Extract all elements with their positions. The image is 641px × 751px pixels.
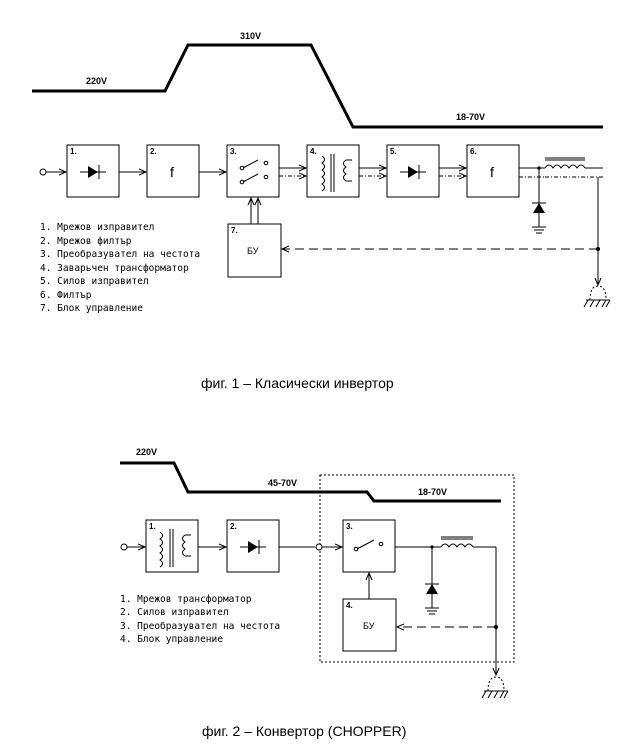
fig2-block-3-number: 3.	[346, 522, 353, 531]
fig1-legend-item-5: 5. Силов изправител	[40, 276, 149, 287]
fig2-block-1-number: 1.	[149, 522, 156, 531]
fig1-block-3-frequency-converter: 3.	[226, 144, 280, 198]
fig2-legend-item-4: 4. Блок управление	[120, 634, 223, 645]
fig1-output-stage	[282, 157, 611, 308]
diode-icon	[400, 165, 426, 179]
fig1-block-6-number: 6.	[470, 147, 477, 156]
junction-terminal-icon	[315, 543, 323, 551]
fig1-block-7-control-unit: 7. БУ	[227, 198, 282, 278]
diode-icon	[240, 540, 266, 554]
fig2-output-stage	[395, 536, 509, 699]
zener-diode-icon	[425, 583, 439, 594]
zener-diode-icon	[532, 202, 546, 213]
fig1-caption: фиг. 1 – Класически инвертор	[201, 375, 394, 391]
transformer-icon	[321, 154, 352, 192]
diode-icon	[80, 165, 106, 179]
fig1-legend-item-2: 2. Мрежов филтър	[40, 236, 132, 247]
fig1-voltage-profile: 220V 310V 18-70V	[32, 31, 603, 129]
fig1-legend-item-7: 7. Блок управление	[40, 303, 143, 314]
fig1-block-7-label: БУ	[247, 246, 259, 256]
fig2-block-3-frequency-converter: 3.	[342, 519, 396, 573]
fig1-label-220v: 220V	[86, 76, 107, 86]
fig1-block-6-filter-symbol: f	[490, 164, 494, 180]
fig2-legend-item-2: 2. Силов изправител	[120, 607, 229, 618]
ground-icon	[425, 607, 439, 615]
fig2-legend-item-3: 3. Преобразувател на честота	[120, 621, 280, 632]
fig2-caption: фиг. 2 – Конвертор (CHOPPER)	[202, 723, 406, 739]
switch-icon	[353, 539, 384, 552]
fig1-label-18-70v: 18-70V	[456, 112, 485, 122]
workpiece-ground-icon	[481, 676, 509, 699]
fig2-block-2-number: 2.	[230, 522, 237, 531]
fig1-block-5-power-rectifier: 5.	[386, 144, 440, 198]
fig1-block-2-number: 2.	[150, 147, 157, 156]
inductor-icon	[440, 536, 474, 548]
fig2-block-2-power-rectifier: 2.	[226, 519, 280, 573]
fig1-input-terminal	[39, 168, 66, 176]
fig1-block-4-welding-transformer: 4.	[306, 144, 360, 198]
switch-icon	[239, 159, 269, 185]
fig1-block-1-mains-rectifier: 1.	[66, 144, 120, 198]
fig2-block-1-mains-transformer: 1.	[145, 519, 199, 573]
fig2-legend-item-1: 1. Мрежов трансформатор	[120, 594, 252, 605]
fig2-block-4-control-unit: 4. БУ	[342, 573, 397, 652]
ground-icon	[532, 226, 546, 234]
workpiece-ground-icon	[583, 285, 611, 308]
fig1-block-1-number: 1.	[70, 147, 77, 156]
fig1-block-3-number: 3.	[230, 147, 237, 156]
fig1-legend: 1. Мрежов изправител 2. Мрежов филтър 3.…	[40, 222, 200, 314]
transformer-icon	[159, 529, 191, 568]
fig1-legend-item-6: 6. Филтър	[40, 290, 92, 301]
fig1-block-5-number: 5.	[390, 147, 397, 156]
fig2-block-4-label: БУ	[363, 621, 375, 631]
fig1-label-310v: 310V	[240, 31, 261, 41]
figure-2: 220V 45-70V 18-70V 1.	[120, 447, 515, 739]
fig2-block-4-number: 4.	[346, 601, 353, 610]
inductor-icon	[544, 157, 586, 169]
fig1-block-4-number: 4.	[310, 147, 317, 156]
fig1-legend-item-1: 1. Мрежов изправител	[40, 222, 154, 233]
fig1-legend-item-4: 4. Заварьчен трансформатор	[40, 263, 189, 274]
fig1-block-2-mains-filter: 2. f	[146, 144, 200, 198]
fig2-voltage-profile: 220V 45-70V 18-70V	[120, 447, 501, 503]
fig1-block-6-filter: 6. f	[466, 144, 520, 198]
figure-1: 220V 310V 18-70V 1. 2. f	[32, 31, 611, 391]
fig1-block-2-filter-symbol: f	[170, 164, 174, 180]
fig2-label-45-70v: 45-70V	[268, 478, 297, 488]
fig1-legend-item-3: 3. Преобразувател на честота	[40, 249, 200, 260]
fig2-chopper-enclosure	[319, 474, 515, 663]
fig2-label-18-70v: 18-70V	[418, 487, 447, 497]
fig2-label-220v: 220V	[136, 447, 157, 457]
fig1-block-7-number: 7.	[231, 226, 238, 235]
fig2-legend: 1. Мрежов трансформатор 2. Силов изправи…	[120, 594, 280, 645]
fig2-input-terminal	[120, 543, 145, 551]
